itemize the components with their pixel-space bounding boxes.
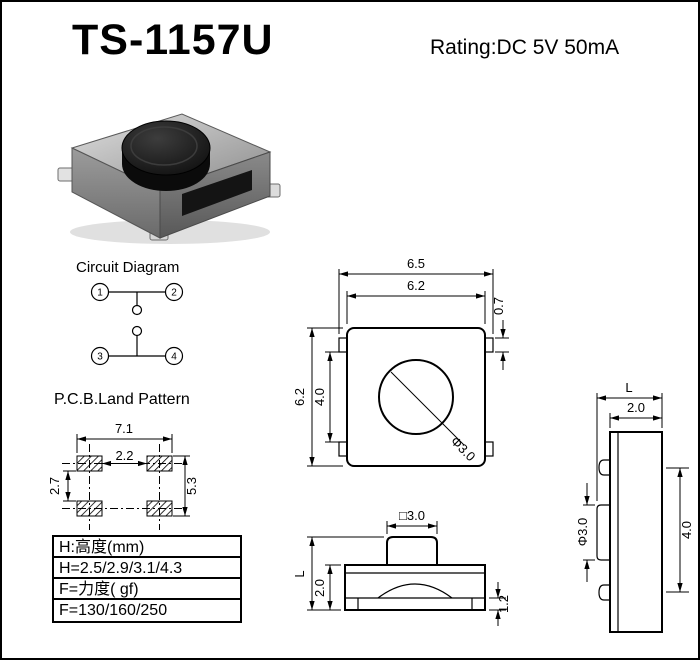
dim-terminal-span: 4.0 [312,351,339,443]
dim-body-depth: 2.0 [609,400,663,428]
spec-row-force-label: F=力度( gf) [54,579,240,600]
pin-4: 4 [164,346,184,366]
front-view-drawing: □3.0 L 2.0 1.2 [292,508,511,626]
circuit-diagram: 1 2 3 4 [90,282,184,366]
rating-text: Rating:DC 5V 50mA [430,36,620,59]
top-view-drawing: Φ3.0 6.5 6.2 0.7 6.2 [292,256,509,467]
button-side-outline [596,504,611,561]
dim-total-depth: L [596,380,663,501]
dome-contact-arc [377,583,453,599]
dim-base-height: 1.2 [489,582,511,626]
solder-pads [76,455,173,517]
svg-text:0.7: 0.7 [491,297,506,315]
product-photo [57,113,281,244]
switch-front-recess [182,170,252,216]
side-view-drawing: L 2.0 Φ3.0 4.0 [575,380,694,633]
svg-text:6.2: 6.2 [407,278,425,293]
spec-row-height-label: H:高度(mm) [54,537,240,558]
dim-button-width: □3.0 [386,508,438,534]
spec-row-force-values: F=130/160/250 [59,602,168,619]
svg-text:2.7: 2.7 [47,477,62,495]
dim-total-height: L [292,536,384,611]
terminal-lower [598,584,611,601]
svg-text:4: 4 [171,352,177,363]
svg-text:Φ3.0: Φ3.0 [575,518,590,546]
part-number-title: TS-1157U [72,16,274,64]
dim-body-height: 6.2 [292,327,343,467]
dim-overall-width: 6.5 [338,256,494,334]
svg-text:1.2: 1.2 [496,595,511,613]
dim-terminal-span: 4.0 [666,467,694,593]
contact-lower [131,325,143,337]
body-front-outline [344,564,486,611]
dim-terminal-offset: 0.7 [491,297,509,370]
dim-outer-height: 5.3 [173,455,199,517]
pin-1: 1 [90,282,110,302]
svg-text:L: L [292,570,307,577]
switch-button-cap [121,120,211,191]
dim-button-diameter: Φ3.0 [575,483,595,582]
svg-text:4.0: 4.0 [679,521,694,539]
svg-text:2: 2 [171,288,177,299]
svg-text:2.0: 2.0 [312,579,327,597]
spec-table: H:高度(mm) H=2.5/2.9/3.1/4.3 F=力度( gf) F=1… [52,535,242,623]
spec-row-height-values: H=2.5/2.9/3.1/4.3 [54,558,240,579]
circuit-diagram-label: Circuit Diagram [76,259,180,276]
dim-inner-height: 2.7 [47,470,76,502]
dim-inner-width: 2.2 [101,448,148,467]
contact-upper [131,304,143,316]
svg-text:4.0: 4.0 [312,388,327,406]
pin-3: 3 [90,346,110,366]
svg-text:2.2: 2.2 [115,448,133,463]
pin-2: 2 [164,282,184,302]
svg-text:1: 1 [97,288,103,299]
diameter-leader-line [390,371,465,446]
svg-text:2.0: 2.0 [627,400,645,415]
dim-outer-width: 7.1 [76,421,173,453]
svg-text:6.5: 6.5 [407,256,425,271]
pcb-land-pattern-label: P.C.B.Land Pattern [54,391,190,408]
svg-text:7.1: 7.1 [115,421,133,436]
svg-text:□3.0: □3.0 [399,508,425,523]
pcb-land-pattern: 7.1 2.2 2.7 5.3 [47,421,199,530]
circuit-wires [108,291,166,357]
body-side-outline [609,431,663,633]
svg-text:5.3: 5.3 [184,477,199,495]
dim-body-width: 6.2 [346,278,486,324]
dim-body-height: 2.0 [312,564,341,611]
button-front-outline [386,536,438,566]
svg-text:L: L [625,380,632,395]
svg-text:6.2: 6.2 [292,388,307,406]
svg-text:3: 3 [97,352,103,363]
terminal-upper [598,459,611,476]
